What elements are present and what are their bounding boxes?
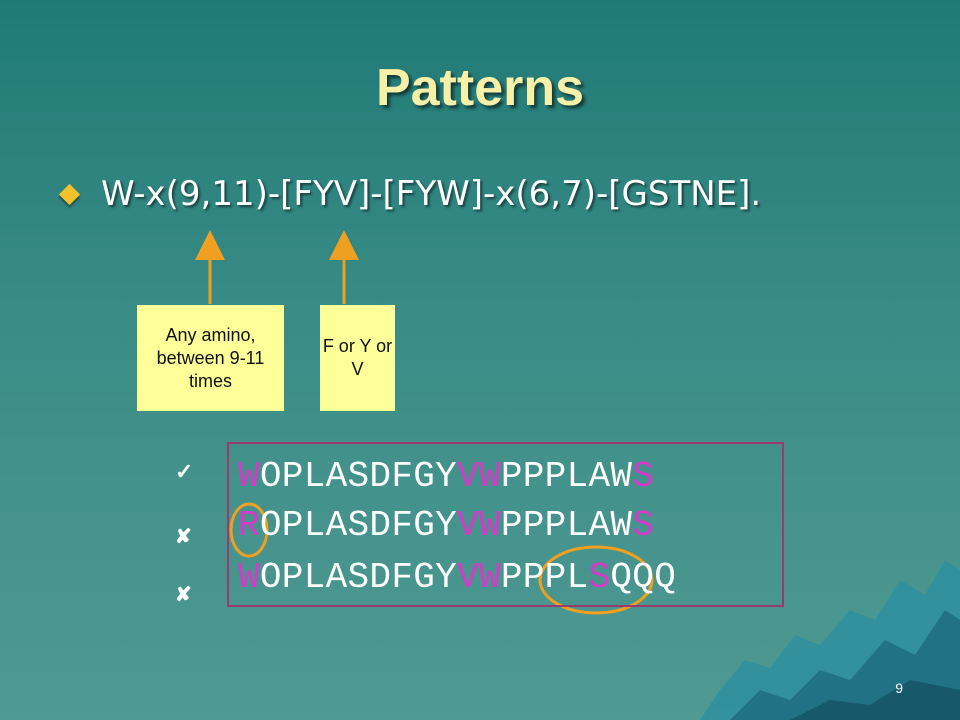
sequence-box	[227, 442, 784, 607]
cross-icon: ✘	[175, 584, 192, 606]
check-icon: ✓	[175, 459, 194, 484]
sequence-row-3: WOPLASDFGYVWPPPLSQQQ	[238, 557, 676, 598]
sequence-residue-highlight: VW	[457, 505, 501, 546]
pattern-text: W-x(9,11)-[FYV]-[FYW]-x(6,7)-[GSTNE].	[101, 174, 762, 214]
sequence-row-1: WOPLASDFGYVWPPPLAWS	[238, 456, 654, 497]
sequence-residue-highlight: W	[238, 557, 260, 598]
callout-any-amino: Any amino, between 9-11 times	[137, 305, 284, 411]
sequence-residue-highlight: S	[632, 505, 655, 546]
sequence-residue-segment: OPLASDFGY	[259, 557, 458, 598]
mountain-decoration	[700, 560, 960, 720]
bullet-diamond-icon	[58, 183, 81, 205]
sequence-residue-highlight: W	[238, 456, 260, 497]
sequence-residue-segment: PPPLAW	[500, 505, 633, 546]
callout-f-y-v: F or Y or V	[320, 305, 395, 411]
sequence-residue-highlight: VW	[457, 456, 501, 497]
sequence-residue-segment: PPPLAW	[500, 456, 633, 497]
sequence-residue-segment: QQQ	[610, 557, 677, 598]
sequence-residue-highlight: VW	[457, 557, 501, 598]
sequence-residue-highlight: R	[238, 505, 260, 546]
sequence-residue-segment: OPLASDFGY	[259, 456, 458, 497]
sequence-residue-highlight: S	[588, 557, 611, 598]
sequence-residue-segment: PPPL	[500, 557, 589, 598]
cross-icon: ✘	[175, 526, 192, 548]
slide-title: Patterns	[375, 59, 585, 117]
sequence-row-2: ROPLASDFGYVWPPPLAWS	[238, 505, 654, 546]
sequence-residue-highlight: S	[632, 456, 655, 497]
sequence-residue-segment: OPLASDFGY	[259, 505, 458, 546]
pattern-bullet: W-x(9,11)-[FYV]-[FYW]-x(6,7)-[GSTNE].	[58, 174, 762, 214]
page-number: 9	[895, 680, 903, 696]
